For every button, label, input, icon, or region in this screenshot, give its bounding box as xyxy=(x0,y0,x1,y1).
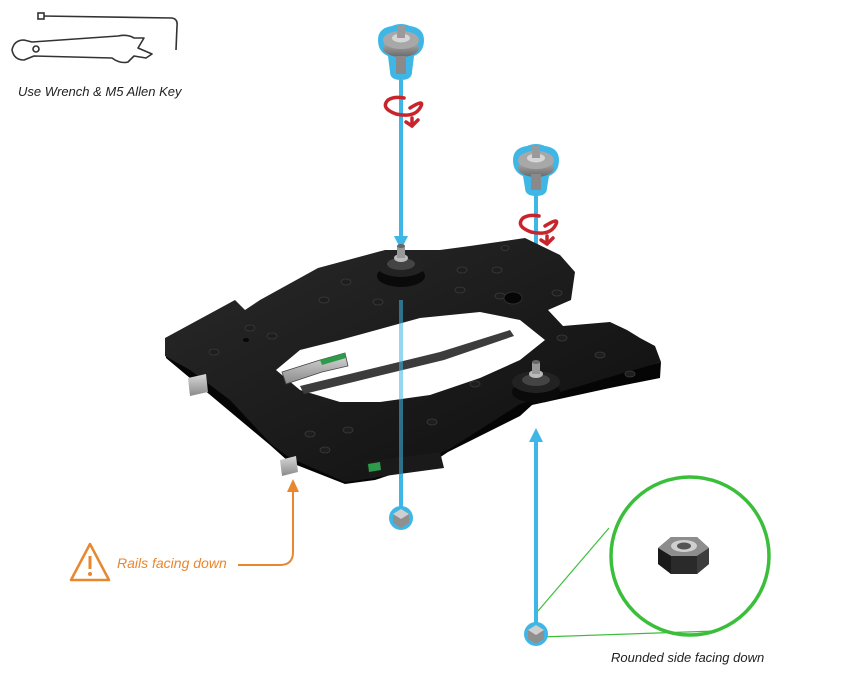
mounted-wheel-1 xyxy=(377,244,425,287)
tools-caption: Use Wrench & M5 Allen Key xyxy=(18,84,182,99)
rails-callout-arrowhead xyxy=(287,479,299,492)
detail-callout xyxy=(537,475,771,638)
nut-detail-circle xyxy=(609,475,771,637)
eccentric-wheel-icon-1 xyxy=(378,24,424,80)
nut-icon-1 xyxy=(389,506,413,530)
mounted-wheel-2 xyxy=(512,360,560,403)
nut-orientation-caption: Rounded side facing down xyxy=(611,650,765,665)
wrench-icon xyxy=(11,34,153,64)
warning-triangle-icon xyxy=(69,542,111,582)
nut-icon-2 xyxy=(524,622,548,646)
eccentric-wheel-icon-2 xyxy=(513,144,559,196)
rails-warning-caption: Rails facing down xyxy=(117,555,227,571)
enlarged-nut-icon xyxy=(658,537,709,574)
allen-key-icon xyxy=(37,12,178,51)
clockwise-rotation-icon-2 xyxy=(518,213,559,247)
carriage-plate xyxy=(165,238,661,484)
clockwise-rotation-icon-1 xyxy=(383,95,424,129)
rails-callout-arrow xyxy=(238,490,294,566)
